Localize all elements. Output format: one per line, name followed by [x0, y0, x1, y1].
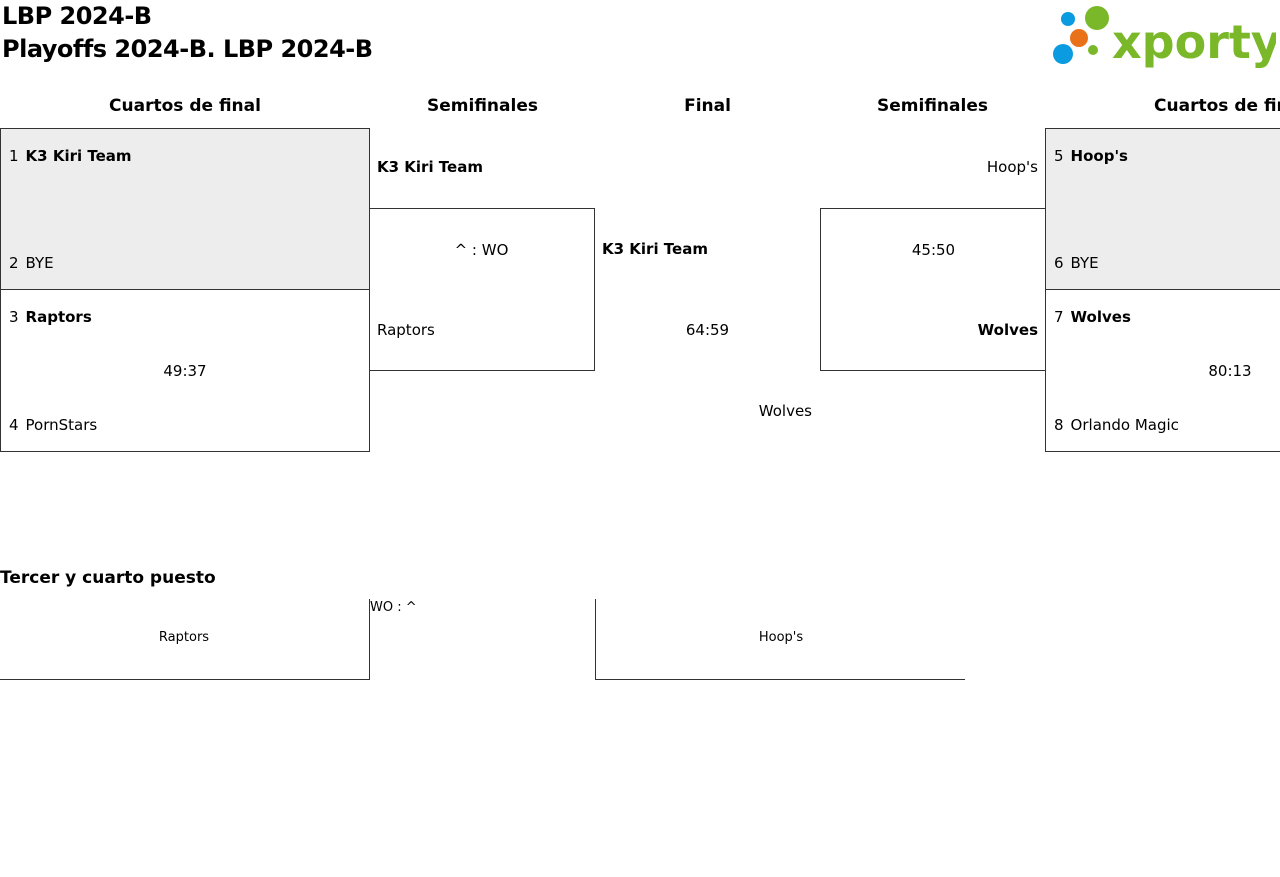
match-qf-right-2[interactable]: 7 Wolves 80:13 8 Orlando Magic [1045, 289, 1280, 452]
xporty-logo[interactable]: xporty [1050, 4, 1276, 68]
logo-dot-green [1085, 6, 1109, 30]
match-qf-right-1[interactable]: 5 Hoop's 6 BYE [1045, 128, 1280, 290]
sf-left-team-a[interactable]: K3 Kiri Team [377, 158, 483, 176]
sf-left-team-b[interactable]: Raptors [377, 321, 435, 339]
third-place-team-a[interactable]: Raptors [158, 630, 210, 645]
logo-dot-green-2 [1088, 45, 1098, 55]
team-name[interactable]: PornStars [25, 416, 98, 434]
logo-dot-orange [1070, 29, 1088, 47]
sf-right-team-a[interactable]: Hoop's [986, 158, 1038, 176]
seed-number: 6 [1054, 254, 1064, 272]
team-name[interactable]: Hoop's [1070, 147, 1128, 165]
final-team-a[interactable]: K3 Kiri Team [602, 240, 708, 258]
sf-right-team-b[interactable]: Wolves [977, 321, 1038, 339]
column-heading-qf-left: Cuartos de final [109, 96, 261, 116]
match-score: 80:13 [1208, 362, 1252, 380]
seed-number: 4 [9, 416, 19, 434]
team-name[interactable]: Orlando Magic [1070, 416, 1179, 434]
logo-dot-blue-2 [1053, 44, 1073, 64]
third-place-match-left[interactable]: Raptors [0, 599, 370, 680]
seed-number: 3 [9, 308, 19, 326]
seed-number: 5 [1054, 147, 1064, 165]
column-heading-final: Final [684, 96, 731, 116]
match-score: 45:50 [911, 241, 956, 259]
page-title: LBP 2024-B [2, 2, 152, 30]
seed-number: 2 [9, 254, 19, 272]
third-place-match-right[interactable]: Hoop's [595, 599, 965, 680]
column-heading-qf-right: Cuartos de final [1154, 96, 1280, 116]
seed-number: 8 [1054, 416, 1064, 434]
final-score: 64:59 [685, 321, 730, 339]
logo-dot-blue [1061, 12, 1075, 26]
match-qf-left-2[interactable]: 3 Raptors 49:37 4 PornStars [0, 289, 370, 452]
match-score: ^ : WO [454, 241, 509, 259]
seed-number: 1 [9, 147, 19, 165]
logo-wordmark: xporty [1112, 15, 1276, 68]
match-sf-right[interactable]: 45:50 Wolves [820, 208, 1046, 371]
team-name[interactable]: BYE [25, 254, 54, 272]
third-place-score: WO : ^ [370, 600, 417, 615]
team-name[interactable]: Wolves [1070, 308, 1131, 326]
column-heading-sf-left: Semifinales [427, 96, 538, 116]
seed-number: 7 [1054, 308, 1064, 326]
team-name[interactable]: K3 Kiri Team [25, 147, 132, 165]
match-sf-left[interactable]: ^ : WO Raptors [369, 208, 595, 371]
match-qf-left-1[interactable]: 1 K3 Kiri Team 2 BYE [0, 128, 370, 290]
page-subtitle: Playoffs 2024-B. LBP 2024-B [2, 35, 373, 63]
match-score: 49:37 [163, 362, 207, 380]
team-name[interactable]: BYE [1070, 254, 1099, 272]
third-place-team-b[interactable]: Hoop's [758, 630, 804, 645]
third-place-heading: Tercer y cuarto puesto [0, 568, 216, 588]
column-heading-sf-right: Semifinales [877, 96, 988, 116]
team-name[interactable]: Raptors [25, 308, 92, 326]
final-team-b[interactable]: Wolves [758, 402, 812, 420]
